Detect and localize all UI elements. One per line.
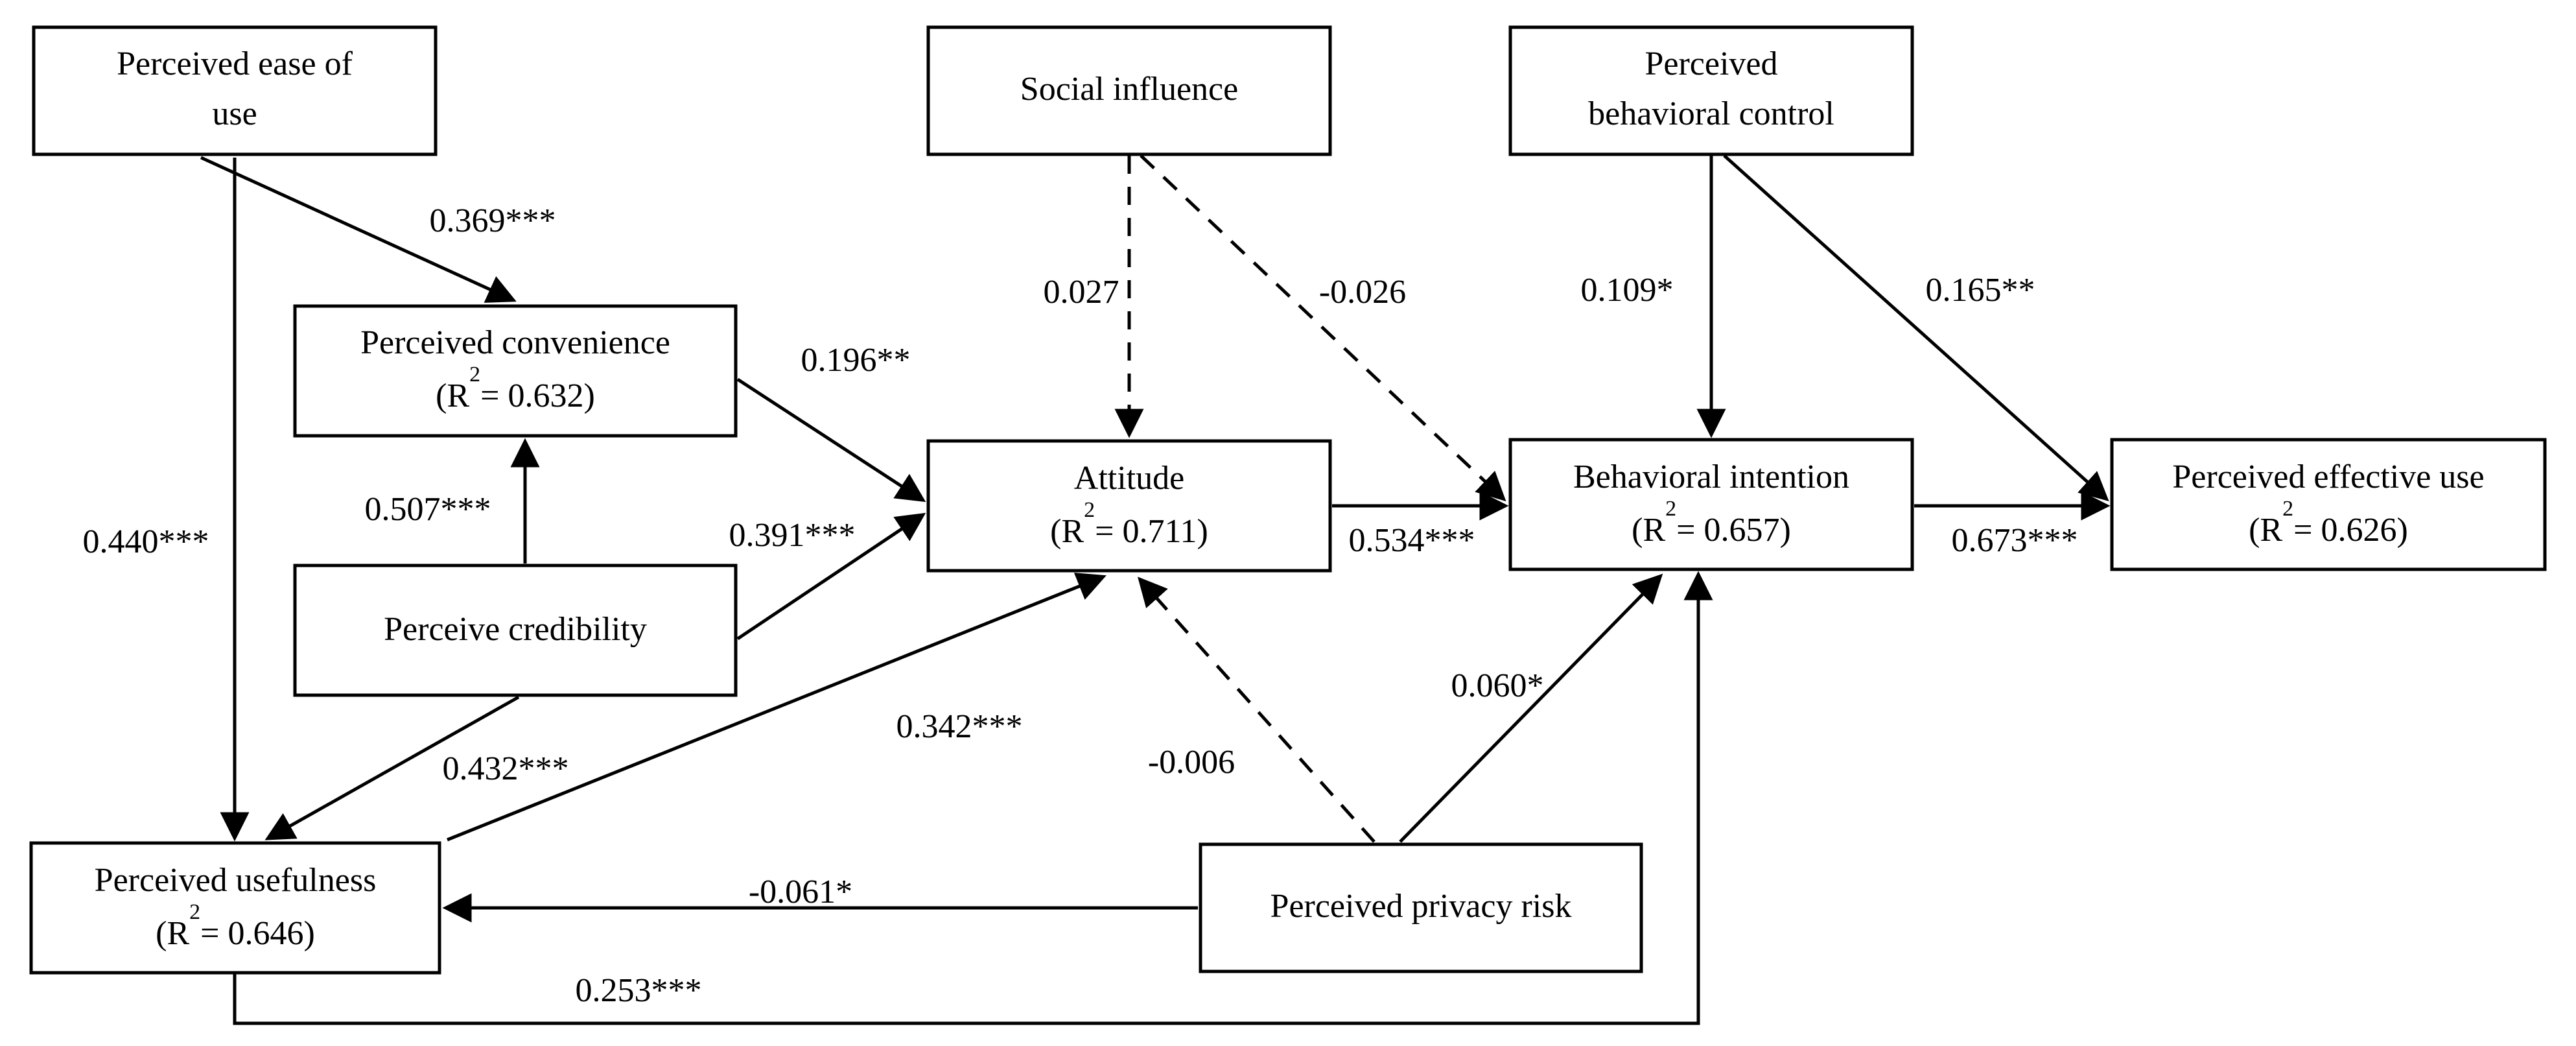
path-label-ppr-pu: -0.061*: [749, 874, 852, 910]
node-box-peou[interactable]: [32, 25, 438, 156]
node-r2-peu-sup: 2: [2282, 497, 2293, 521]
node-r2-att-prefix: (R: [1050, 513, 1084, 550]
node-box-bi[interactable]: [1508, 438, 1914, 571]
path-line-pu-att: [447, 573, 1107, 842]
node-r2-peu-prefix: (R: [2249, 512, 2282, 549]
path-label-si-bi: -0.026: [1319, 274, 1406, 311]
node-r2-pu-value: = 0.646): [200, 915, 315, 952]
path-label-pbc-peu: 0.165**: [1926, 272, 2035, 309]
path-pcred-to-pu: 0.432***: [264, 695, 569, 840]
node-r2-pc-prefix: (R: [436, 377, 469, 414]
node-r2-pu: (R2= 0.646): [156, 900, 315, 952]
path-pcred-to-pc: 0.507***: [365, 438, 540, 564]
node-r2-pc: (R2= 0.632): [436, 363, 595, 414]
path-line-pc-att: [736, 377, 926, 503]
path-label-pcred-pc: 0.507***: [365, 491, 491, 528]
path-label-pu-bi: 0.253***: [576, 972, 702, 1009]
node-label-peou-line1: Perceived ease of: [117, 45, 353, 82]
path-ppr-to-pu: -0.061*: [442, 874, 1198, 923]
path-label-bi-peu: 0.673***: [1952, 522, 2078, 559]
path-line-pbc-peu: [1723, 154, 2109, 502]
node-label-att-line1: Attitude: [1074, 460, 1184, 497]
node-label-bi-line1: Behavioral intention: [1573, 458, 1849, 495]
path-ppr-to-att: -0.006: [1138, 576, 1376, 843]
path-line-pu-bi: [233, 571, 1713, 1025]
node-label-pbc-line2: behavioral control: [1588, 95, 1834, 132]
path-pbc-to-bi: 0.109*: [1581, 156, 1726, 438]
node-r2-att: (R2= 0.711): [1050, 498, 1208, 550]
node-label-pcred-line1: Perceive credibility: [384, 611, 647, 648]
node-label-pbc-line1: Perceived: [1645, 45, 1777, 82]
path-pcred-to-att: 0.391***: [729, 512, 926, 641]
path-peou-to-pu: 0.440***: [83, 158, 250, 842]
path-label-ppr-att: -0.006: [1148, 744, 1235, 781]
path-label-ppr-bi: 0.060*: [1451, 667, 1544, 704]
path-pu-to-att: 0.342***: [447, 573, 1107, 842]
path-label-peou-pc: 0.369***: [430, 202, 556, 239]
node-box-att[interactable]: [926, 439, 1332, 573]
node-box-pbc[interactable]: [1508, 25, 1914, 156]
node-r2-pu-prefix: (R: [156, 915, 189, 952]
node-label-pu-line1: Perceived usefulness: [95, 862, 377, 899]
node-box-peu[interactable]: [2110, 438, 2547, 571]
node-label-si-line1: Social influence: [1020, 71, 1238, 108]
path-line-peou-pc: [200, 156, 517, 303]
path-pc-to-att: 0.196**: [736, 342, 926, 503]
node-r2-att-value: = 0.711): [1095, 513, 1208, 550]
node-box-pu[interactable]: [29, 841, 441, 975]
node-perceive-credibility[interactable]: Perceive credibility: [293, 564, 738, 697]
node-perceived-effective-use[interactable]: Perceived effective use (R2= 0.626): [2110, 438, 2547, 571]
path-peou-to-pc: 0.369***: [200, 156, 556, 303]
node-r2-peu: (R2= 0.626): [2249, 497, 2408, 549]
path-label-pcred-att: 0.391***: [729, 517, 856, 554]
node-behavioral-intention[interactable]: Behavioral intention (R2= 0.657): [1508, 438, 1914, 571]
path-line-pcred-pu: [264, 695, 520, 840]
node-r2-pc-value: = 0.632): [480, 377, 595, 414]
path-label-pcred-pu: 0.432***: [443, 750, 569, 787]
path-line-ppr-bi: [1399, 573, 1663, 843]
node-r2-peu-value: = 0.626): [2293, 512, 2408, 549]
path-label-att-bi: 0.534***: [1349, 522, 1475, 559]
node-perceived-usefulness[interactable]: Perceived usefulness (R2= 0.646): [29, 841, 441, 975]
node-label-peou-line2: use: [212, 95, 257, 132]
path-pu-to-bi: 0.253***: [233, 571, 1713, 1025]
node-perceived-convenience[interactable]: Perceived convenience (R2= 0.632): [293, 304, 738, 438]
path-ppr-to-bi: 0.060*: [1399, 573, 1663, 843]
node-box-pc[interactable]: [293, 304, 738, 438]
node-r2-bi-prefix: (R: [1632, 512, 1665, 549]
path-pbc-to-peu: 0.165**: [1723, 154, 2109, 502]
path-line-si-bi: [1140, 154, 1506, 502]
node-r2-pc-sup: 2: [469, 363, 480, 386]
node-box-pcred[interactable]: [293, 564, 738, 697]
node-r2-bi: (R2= 0.657): [1632, 497, 1791, 549]
path-line-ppr-att: [1138, 576, 1376, 843]
node-perceived-privacy-risk[interactable]: Perceived privacy risk: [1199, 842, 1643, 973]
node-r2-bi-sup: 2: [1665, 497, 1676, 521]
path-line-pcred-att: [736, 512, 926, 641]
node-label-pc-line1: Perceived convenience: [360, 324, 670, 361]
path-label-pbc-bi: 0.109*: [1581, 272, 1674, 309]
node-attitude[interactable]: Attitude (R2= 0.711): [926, 439, 1332, 573]
node-perceived-behavioral-control[interactable]: Perceived behavioral control: [1508, 25, 1914, 156]
node-box-ppr[interactable]: [1199, 842, 1643, 973]
path-si-to-bi: -0.026: [1140, 154, 1506, 502]
path-label-pu-att: 0.342***: [896, 708, 1023, 745]
node-label-ppr-line1: Perceived privacy risk: [1270, 888, 1572, 925]
node-social-influence[interactable]: Social influence: [926, 25, 1332, 156]
node-r2-pu-sup: 2: [189, 900, 200, 924]
path-label-peou-pu: 0.440***: [83, 523, 209, 560]
path-label-pc-att: 0.196**: [801, 342, 911, 379]
node-r2-bi-value: = 0.657): [1676, 512, 1791, 549]
node-r2-att-sup: 2: [1084, 498, 1095, 522]
node-perceived-ease-of-use[interactable]: Perceived ease of use: [32, 25, 438, 156]
node-label-peu-line1: Perceived effective use: [2172, 458, 2484, 495]
node-box-si[interactable]: [926, 25, 1332, 156]
path-att-to-bi: 0.534***: [1332, 491, 1509, 559]
path-bi-to-peu: 0.673***: [1914, 491, 2111, 559]
path-label-si-att: 0.027: [1044, 274, 1119, 311]
path-si-to-att: 0.027: [1044, 156, 1144, 438]
